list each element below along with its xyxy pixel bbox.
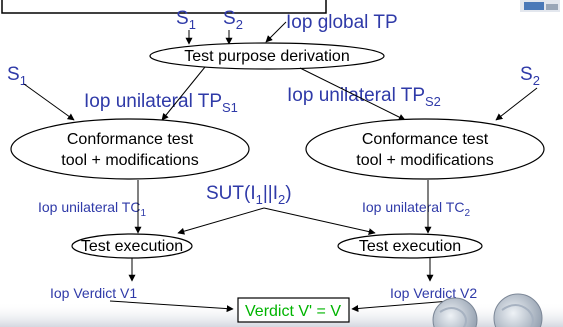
- arrow-global-tp-to-derivation: [265, 21, 287, 43]
- left-conformance-tool-node: [10, 118, 250, 180]
- arrow-left-s1-to-tool: [23, 83, 75, 121]
- left-tc-label: Iop unilateral TC1: [38, 199, 146, 219]
- left-tp-label: Iop unilateral TPS1: [84, 91, 238, 115]
- left-tool-line1: Conformance test: [67, 131, 194, 148]
- left-exec-label: Test execution: [81, 238, 183, 255]
- right-tc-label: Iop unilateral TC2: [362, 199, 470, 219]
- arrow-derivation-to-right-tool: [299, 67, 406, 121]
- logo-icon: [520, 0, 560, 12]
- global-tp-label: Iop global TP: [286, 12, 398, 33]
- right-exec-label: Test execution: [359, 238, 461, 255]
- right-test-execution-node: [337, 233, 483, 259]
- globe-icon: [493, 293, 543, 327]
- header-box-fragment: [1, 0, 327, 14]
- right-tool-line2: tool + modifications: [356, 152, 493, 169]
- top-s1-label: S1: [176, 8, 196, 32]
- right-tp-label: Iop unilateral TPS2: [287, 85, 441, 109]
- right-tool-line1: Conformance test: [362, 131, 489, 148]
- arrow-sut-to-left-exec: [177, 207, 265, 235]
- derivation-label: Test purpose derivation: [184, 48, 349, 65]
- right-conformance-tool-node: [305, 118, 545, 180]
- left-verdict-label: Iop Verdict V1: [50, 285, 137, 301]
- arrow-sut-to-right-exec: [263, 207, 376, 236]
- sut-label: SUT(I1||I2): [206, 183, 292, 207]
- right-s2-label: S2: [520, 64, 540, 88]
- left-s1-label: S1: [7, 64, 27, 88]
- arrow-derivation-to-left-tool: [161, 66, 206, 121]
- top-s2-label: S2: [223, 8, 243, 32]
- final-verdict-box: [237, 297, 350, 323]
- final-verdict-label: Verdict V' = V: [245, 303, 341, 320]
- globe-icon: [432, 297, 478, 327]
- right-verdict-label: Iop Verdict V2: [390, 285, 477, 301]
- derivation-node: [149, 42, 385, 70]
- arrow-right-s2-to-tool: [495, 87, 538, 121]
- arrow-right-verdict-to-final: [351, 300, 451, 312]
- arrow-left-verdict-to-final: [109, 300, 234, 313]
- left-tool-line2: tool + modifications: [61, 152, 198, 169]
